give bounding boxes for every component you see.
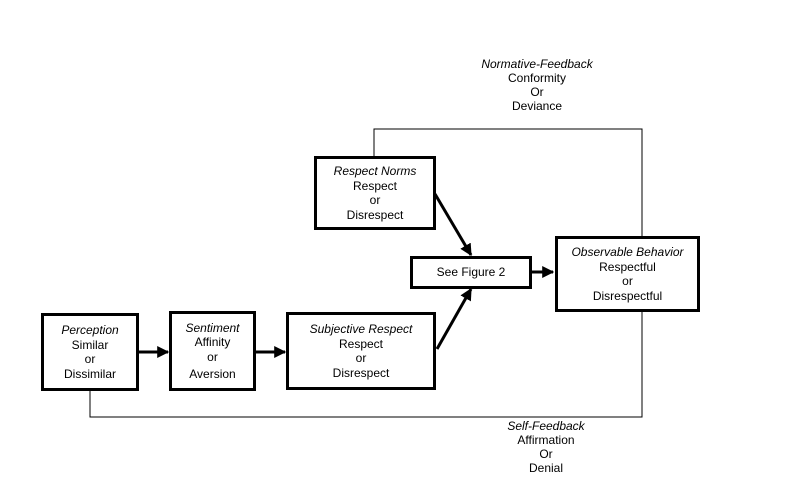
perception-line-2: or: [84, 352, 96, 366]
sentiment-line-1: Affinity: [194, 335, 231, 349]
subjective-respect-title: Subjective Respect: [309, 322, 413, 336]
perception-title: Perception: [61, 323, 119, 337]
self-feedback-line-1: Affirmation: [517, 433, 575, 447]
observable-behavior-line-3: Disrespectful: [592, 288, 663, 303]
observable-behavior-title: Observable Behavior: [571, 245, 684, 259]
arrow-subjective-to-figure: [435, 287, 473, 350]
normative-feedback-line-1: Conformity: [507, 71, 566, 85]
normative-feedback-title: Normative-Feedback: [481, 57, 593, 71]
sentiment-line-3: Aversion: [189, 367, 236, 381]
sentiment-title: Sentiment: [185, 320, 240, 335]
observable-behavior-box: Observable Behavior Respectful or Disres…: [555, 236, 700, 312]
normative-feedback-line: [373, 128, 643, 236]
observable-behavior-line-1: Respectful: [599, 259, 656, 274]
respect-norms-line-3: Disrespect: [346, 207, 404, 222]
sentiment-box: Sentiment Affinity or Aversion: [169, 311, 256, 391]
self-feedback-line: [89, 312, 643, 418]
respect-norms-title: Respect Norms: [333, 164, 417, 178]
perception-box: Perception Similar or Dissimilar: [41, 313, 139, 391]
normative-feedback-line-3: Deviance: [511, 99, 563, 113]
subjective-respect-line-1: Respect: [338, 336, 384, 351]
observable-behavior-line-2: or: [622, 274, 633, 288]
perception-line-1: Similar: [71, 337, 109, 352]
normative-feedback-line-2: Or: [530, 85, 544, 99]
respect-norms-box: Respect Norms Respect or Disrespect: [314, 156, 436, 230]
subjective-respect-line-2: or: [355, 351, 367, 365]
self-feedback-line-3: Denial: [528, 461, 564, 475]
sentiment-line-2: or: [207, 349, 218, 364]
perception-line-3: Dissimilar: [64, 366, 116, 381]
subjective-respect-box: Subjective Respect Respect or Disrespect: [286, 312, 436, 390]
self-feedback-title: Self-Feedback: [507, 419, 585, 433]
arrow-norms-to-figure: [433, 193, 473, 257]
respect-norms-line-1: Respect: [352, 178, 398, 193]
self-feedback-line-2: Or: [539, 447, 553, 461]
see-figure-text: See Figure 2: [436, 265, 506, 280]
respect-norms-line-2: or: [369, 193, 381, 207]
subjective-respect-line-3: Disrespect: [332, 365, 390, 380]
see-figure-box: See Figure 2: [410, 256, 532, 289]
self-feedback-label: Self-Feedback Affirmation Or Denial: [446, 419, 646, 475]
normative-feedback-label: Normative-Feedback Conformity Or Devianc…: [437, 57, 637, 113]
